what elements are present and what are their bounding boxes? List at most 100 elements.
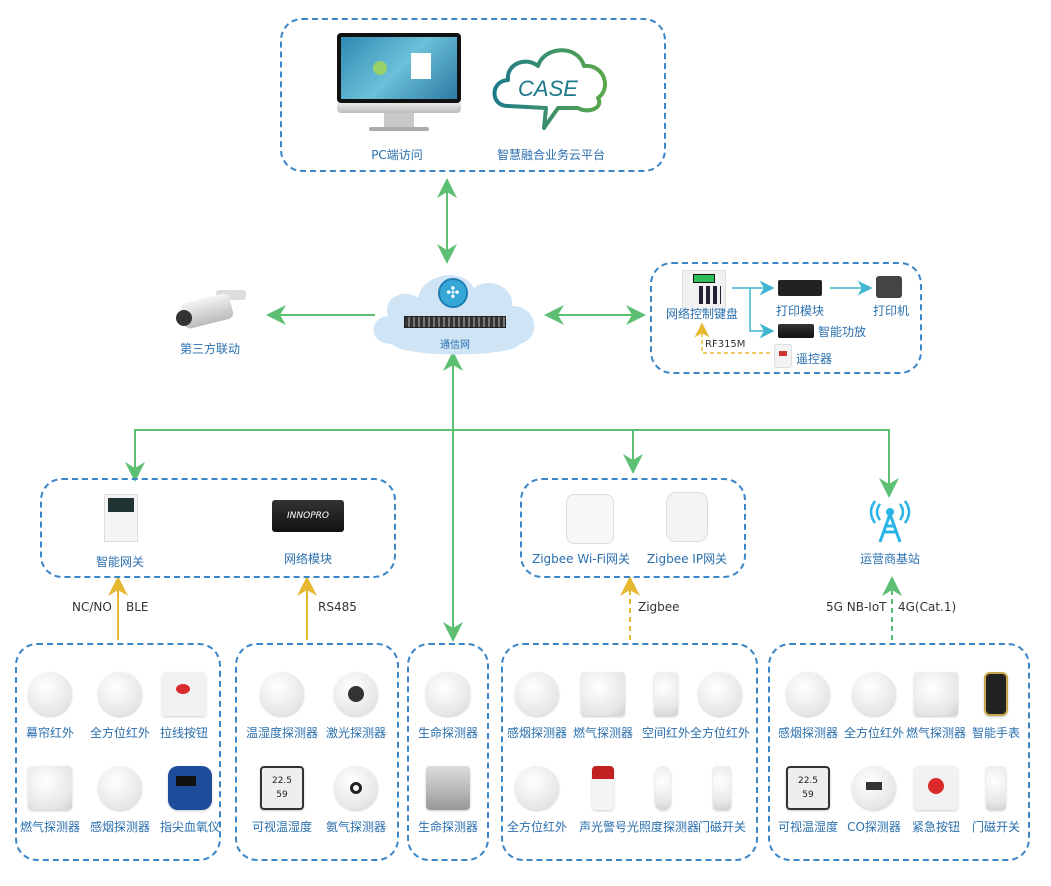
camera-icon — [172, 290, 252, 332]
pc-monitor-icon — [337, 33, 461, 137]
ammonia-detector-icon — [334, 766, 378, 810]
curtain-pir-icon — [28, 672, 72, 716]
rf-label: RF315M — [705, 339, 746, 350]
co-detector-icon — [852, 766, 896, 810]
device-item: 感烟探测器 — [90, 766, 150, 835]
device-item: 燃气探测器 — [573, 672, 633, 741]
cloud-logo-text: CASE — [518, 76, 578, 101]
amplifier-label: 智能功放 — [818, 325, 867, 339]
network-label: 通信网 — [440, 340, 470, 351]
device-item: 空间红外 — [636, 672, 696, 741]
smoke-detector-icon — [515, 672, 559, 716]
device-item: 氨气探测器 — [326, 766, 386, 835]
base-station-icon — [868, 500, 912, 544]
base-station-label: 运营商基站 — [859, 552, 920, 566]
device-item: 指尖血氧仪 — [160, 766, 220, 835]
light-sensor-icon — [655, 766, 671, 810]
gas-detector-icon — [581, 672, 625, 716]
device-item: 全方位红外 — [90, 672, 150, 741]
omni-pir-icon — [852, 672, 896, 716]
network-cloud: ✣ 通信网 — [362, 262, 548, 358]
protocol-nb-iot: 5G NB-IoT — [826, 600, 887, 614]
keyboard-icon — [682, 270, 726, 310]
protocol-cat1: 4G(Cat.1) — [898, 600, 957, 614]
zigbee-ip-gateway-icon — [666, 492, 708, 542]
device-group-2 — [235, 643, 399, 861]
device-group-1 — [15, 643, 221, 861]
emergency-button-icon — [914, 766, 958, 810]
device-item: 声光警号 — [573, 766, 633, 835]
omni-pir-icon — [515, 766, 559, 810]
device-item: 智能手表 — [966, 672, 1026, 741]
door-sensor-icon — [713, 766, 731, 810]
omni-pir-icon — [98, 672, 142, 716]
device-item: 燃气探测器 — [20, 766, 80, 835]
third-party-label: 第三方联动 — [179, 342, 240, 356]
zigbee-wifi-gateway-icon — [566, 494, 614, 544]
printer-label: 打印机 — [872, 304, 909, 318]
protocol-ble: BLE — [126, 600, 149, 614]
omni-pir-icon — [698, 672, 742, 716]
laser-detector-icon — [334, 672, 378, 716]
protocol-nc-no: NC/NO — [72, 600, 112, 614]
cloud-platform-logo: CASE — [488, 36, 614, 136]
print-module-icon — [778, 280, 822, 296]
device-item: CO探测器 — [844, 766, 904, 835]
device-item: 生命探测器 — [418, 672, 478, 741]
device-item: 激光探测器 — [326, 672, 386, 741]
door-sensor-icon — [986, 766, 1006, 810]
device-item: 燃气探测器 — [906, 672, 966, 741]
network-module-icon: INNOPRO — [272, 500, 344, 532]
protocol-zigbee: Zigbee — [638, 600, 680, 614]
pulse-oximeter-icon — [168, 766, 212, 810]
device-item: 全方位红外 — [690, 672, 750, 741]
siren-icon — [592, 766, 614, 810]
temp-humidity-detector-icon — [260, 672, 304, 716]
pc-access-label: PC端访问 — [371, 148, 423, 162]
device-item: 感烟探测器 — [507, 672, 567, 741]
remote-label: 遥控器 — [796, 352, 833, 366]
pull-cord-button-icon — [162, 672, 206, 716]
protocol-rs485: RS485 — [318, 600, 357, 614]
network-module-label: 网络模块 — [283, 552, 332, 566]
device-item: 拉线按钮 — [154, 672, 214, 741]
device-group-4 — [501, 643, 758, 861]
zigbee-ip-gateway-label: Zigbee IP网关 — [646, 552, 728, 566]
smart-watch-icon — [984, 672, 1008, 716]
device-group-3 — [407, 643, 489, 861]
gateway-box — [40, 478, 396, 578]
space-pir-icon — [654, 672, 678, 716]
device-item: 感烟探测器 — [778, 672, 838, 741]
smoke-detector-icon — [98, 766, 142, 810]
platform-panel — [280, 18, 666, 172]
device-item: 幕帘红外 — [20, 672, 80, 741]
device-item: 光照度探测器 — [627, 766, 699, 835]
device-group-5 — [768, 643, 1030, 861]
device-item: 紧急按钮 — [906, 766, 966, 835]
print-module-label: 打印模块 — [775, 304, 824, 318]
router-icon: ✣ — [438, 278, 468, 308]
remote-icon — [774, 344, 792, 368]
cloud-platform-label: 智慧融合业务云平台 — [496, 148, 605, 162]
keyboard-label: 网络控制键盘 — [665, 307, 738, 321]
switch-icon — [404, 316, 506, 328]
gas-detector-icon — [914, 672, 958, 716]
printer-icon — [876, 276, 902, 298]
zigbee-wifi-gateway-label: Zigbee Wi-Fi网关 — [532, 552, 630, 566]
device-item: 生命探测器 — [418, 766, 478, 835]
device-item: 门磁开关 — [692, 766, 752, 835]
smart-gateway-label: 智能网关 — [95, 555, 144, 569]
gas-detector-icon — [28, 766, 72, 810]
device-item: 全方位红外 — [507, 766, 567, 835]
device-item: 门磁开关 — [966, 766, 1026, 835]
device-item: 温湿度探测器 — [246, 672, 318, 741]
zigbee-gateway-box — [520, 478, 746, 578]
life-detector-panel-icon — [426, 766, 470, 810]
control-panel-box — [650, 262, 922, 374]
amplifier-icon — [778, 324, 814, 338]
